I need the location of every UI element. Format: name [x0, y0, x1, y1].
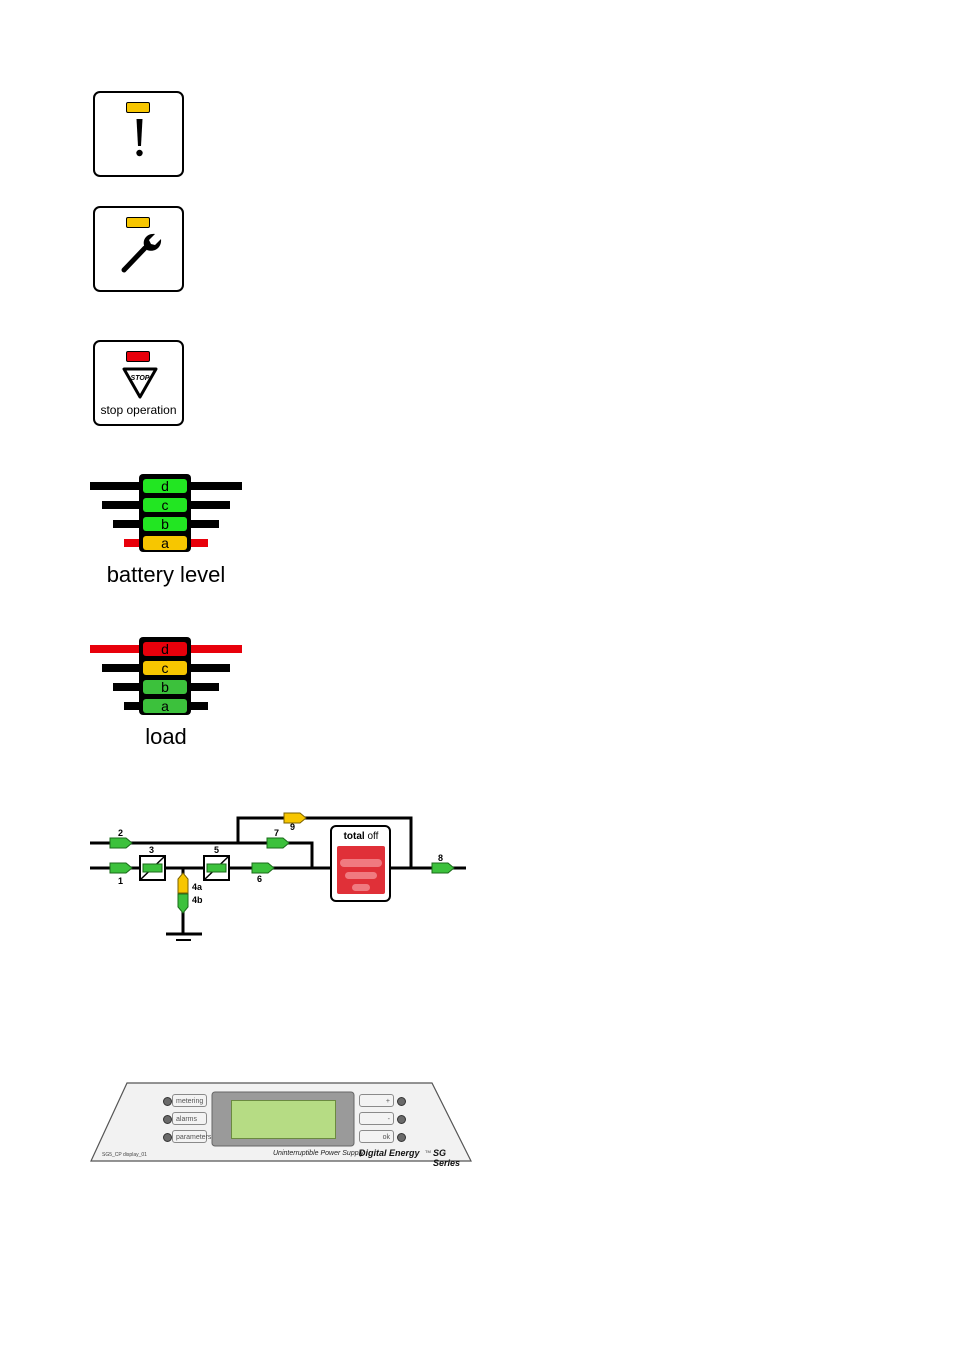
service-led — [126, 217, 150, 228]
plus-button[interactable]: + — [359, 1094, 394, 1107]
battery-level-caption: battery level — [90, 562, 242, 588]
stop-led — [126, 351, 150, 362]
metering-led — [163, 1097, 172, 1106]
ok-button[interactable]: ok — [359, 1130, 394, 1143]
load-segment-b: b — [143, 680, 187, 694]
stop-icon-text: STOP — [131, 375, 150, 382]
panel-code: SG5_CP display_01 — [102, 1152, 147, 1158]
svg-text:total off: total off — [344, 831, 379, 842]
service-key[interactable] — [93, 206, 184, 292]
battery-level-indicator: d c b a battery level — [90, 472, 242, 592]
load-caption: load — [90, 724, 242, 750]
plus-led — [397, 1097, 406, 1106]
inverter-block — [204, 856, 229, 880]
arrow-8 — [432, 863, 454, 873]
load-segment-d: d — [143, 642, 187, 656]
label-7: 7 — [274, 828, 279, 838]
load-indicator: d c b a load — [90, 636, 242, 752]
battery-segment-a: a — [143, 536, 187, 550]
exclamation-icon — [95, 115, 182, 164]
parameters-button[interactable]: parameters — [172, 1130, 207, 1143]
lcd-display — [231, 1100, 336, 1139]
parameters-led — [163, 1133, 172, 1142]
alarms-led — [163, 1115, 172, 1124]
ups-mimic-diagram: total off 2 1 3 5 6 7 9 8 4a 4b — [90, 805, 470, 945]
total-off-word1: total — [344, 831, 365, 842]
label-8: 8 — [438, 853, 443, 863]
stop-operation-label: stop operation — [95, 403, 182, 417]
stop-triangle-icon: STOP — [95, 366, 182, 407]
alarm-key[interactable] — [93, 91, 184, 177]
series-text: SG Series — [433, 1148, 473, 1168]
label-3: 3 — [149, 845, 154, 855]
arrow-2 — [110, 838, 132, 848]
rectifier-block — [140, 856, 165, 880]
stop-operation-key[interactable]: STOP stop operation — [93, 340, 184, 426]
front-control-panel: metering alarms parameters + - ok SG5_CP… — [90, 1082, 473, 1164]
label-4b: 4b — [192, 895, 203, 905]
battery-segment-c: c — [143, 498, 187, 512]
label-6: 6 — [257, 874, 262, 884]
arrow-1 — [110, 863, 132, 873]
arrow-6 — [252, 863, 274, 873]
ok-led — [397, 1133, 406, 1142]
load-segment-a: a — [143, 699, 187, 713]
alarms-button[interactable]: alarms — [172, 1112, 207, 1125]
arrow-4a — [178, 873, 188, 893]
battery-segment-d: d — [143, 479, 187, 493]
label-4a: 4a — [192, 882, 203, 892]
arrow-7 — [267, 838, 289, 848]
total-off-word2: off — [367, 831, 378, 842]
label-5: 5 — [214, 845, 219, 855]
product-text: Uninterruptible Power Supply — [273, 1150, 364, 1157]
trademark-text: TM — [425, 1149, 431, 1154]
minus-button[interactable]: - — [359, 1112, 394, 1125]
alarm-led — [126, 102, 150, 113]
battery-segment-b: b — [143, 517, 187, 531]
wrench-icon — [95, 228, 182, 281]
label-9: 9 — [290, 822, 295, 832]
arrow-4b — [178, 894, 188, 913]
label-2: 2 — [118, 828, 123, 838]
minus-led — [397, 1115, 406, 1124]
load-segment-c: c — [143, 661, 187, 675]
metering-button[interactable]: metering — [172, 1094, 207, 1107]
label-1: 1 — [118, 876, 123, 886]
brand-text: Digital Energy — [359, 1148, 420, 1158]
